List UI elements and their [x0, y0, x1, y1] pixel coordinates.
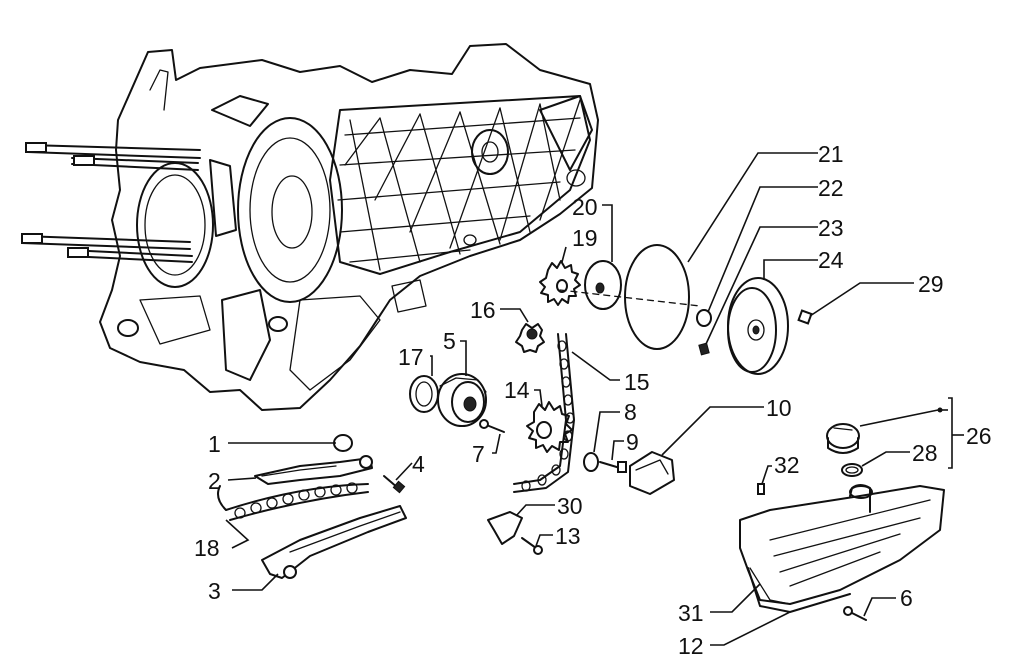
part-6-screw [843, 606, 867, 621]
part-2-chain-tensioner-shoe [254, 455, 373, 485]
callout-15: 15 [624, 369, 650, 395]
part-5-oil-pump [437, 373, 487, 427]
crankcase-ribbing [329, 95, 593, 275]
callout-16: 16 [470, 297, 496, 323]
crankcase-outline [99, 43, 599, 411]
part-32-pin [757, 483, 765, 495]
crankcase-housing [21, 43, 599, 411]
callout-numbers: 21 22 20 19 23 24 29 16 17 5 15 14 8 10 … [194, 141, 992, 659]
callout-26: 26 [966, 423, 992, 449]
callout-2: 2 [208, 468, 221, 494]
callout-20: 20 [572, 194, 598, 220]
callout-28: 28 [912, 440, 938, 466]
crankcase-lower-wall [289, 295, 381, 391]
callout-19: 19 [572, 225, 598, 251]
callout-5: 5 [443, 328, 456, 354]
callout-23: 23 [818, 215, 844, 241]
part-24-pump-cover [727, 277, 789, 375]
part-19-sprocket [539, 260, 581, 306]
part-17-oil-seal [409, 375, 439, 413]
callout-6: 6 [900, 585, 913, 611]
callout-21: 21 [818, 141, 844, 167]
leader-dot [937, 407, 943, 413]
part-7-screw [479, 419, 505, 433]
part-23-pin [698, 342, 710, 356]
callout-8: 8 [624, 399, 637, 425]
callout-30: 30 [557, 493, 583, 519]
part-16-sprocket-small [515, 323, 545, 353]
part-18-timing-chain [217, 482, 369, 521]
callout-18: 18 [194, 535, 220, 561]
part-8-washer [583, 452, 599, 472]
part-26-filler-cap [826, 423, 860, 454]
callout-14: 14 [504, 377, 530, 403]
part-20-cover-plate [584, 260, 622, 310]
part-30-bracket [487, 511, 523, 545]
callout-7: 7 [472, 441, 485, 467]
part-21-gasket [559, 244, 701, 350]
part-3-chain-guide [261, 505, 407, 579]
callout-29: 29 [918, 271, 944, 297]
part-9-bolt [599, 461, 627, 473]
part-13-screw [521, 537, 543, 555]
callout-17: 17 [398, 344, 424, 370]
crankcase-flywheel-side [117, 69, 343, 381]
callout-32: 32 [774, 452, 800, 478]
callout-1: 1 [208, 431, 221, 457]
callout-10: 10 [766, 395, 792, 421]
part-4-bolt [383, 475, 406, 494]
part-22-washer [696, 309, 712, 327]
callout-3: 3 [208, 578, 221, 604]
part-12-sump-gasket [747, 567, 851, 613]
callout-9: 9 [626, 429, 639, 455]
callout-4: 4 [412, 451, 425, 477]
callout-24: 24 [818, 247, 844, 273]
part-1-roller [333, 434, 353, 452]
part-29-nut [797, 309, 813, 325]
part-28-o-ring [841, 463, 863, 477]
callout-22: 22 [818, 175, 844, 201]
callout-13: 13 [555, 523, 581, 549]
part-10-bracket [629, 451, 675, 495]
callout-12: 12 [678, 633, 704, 659]
part-15-pump-chain [513, 333, 575, 493]
crankcase-studs [21, 142, 201, 263]
leader-lines [225, 152, 964, 646]
part-31-oil-sump [739, 484, 945, 605]
callout-31: 31 [678, 600, 704, 626]
crankcase-boss [391, 279, 427, 313]
